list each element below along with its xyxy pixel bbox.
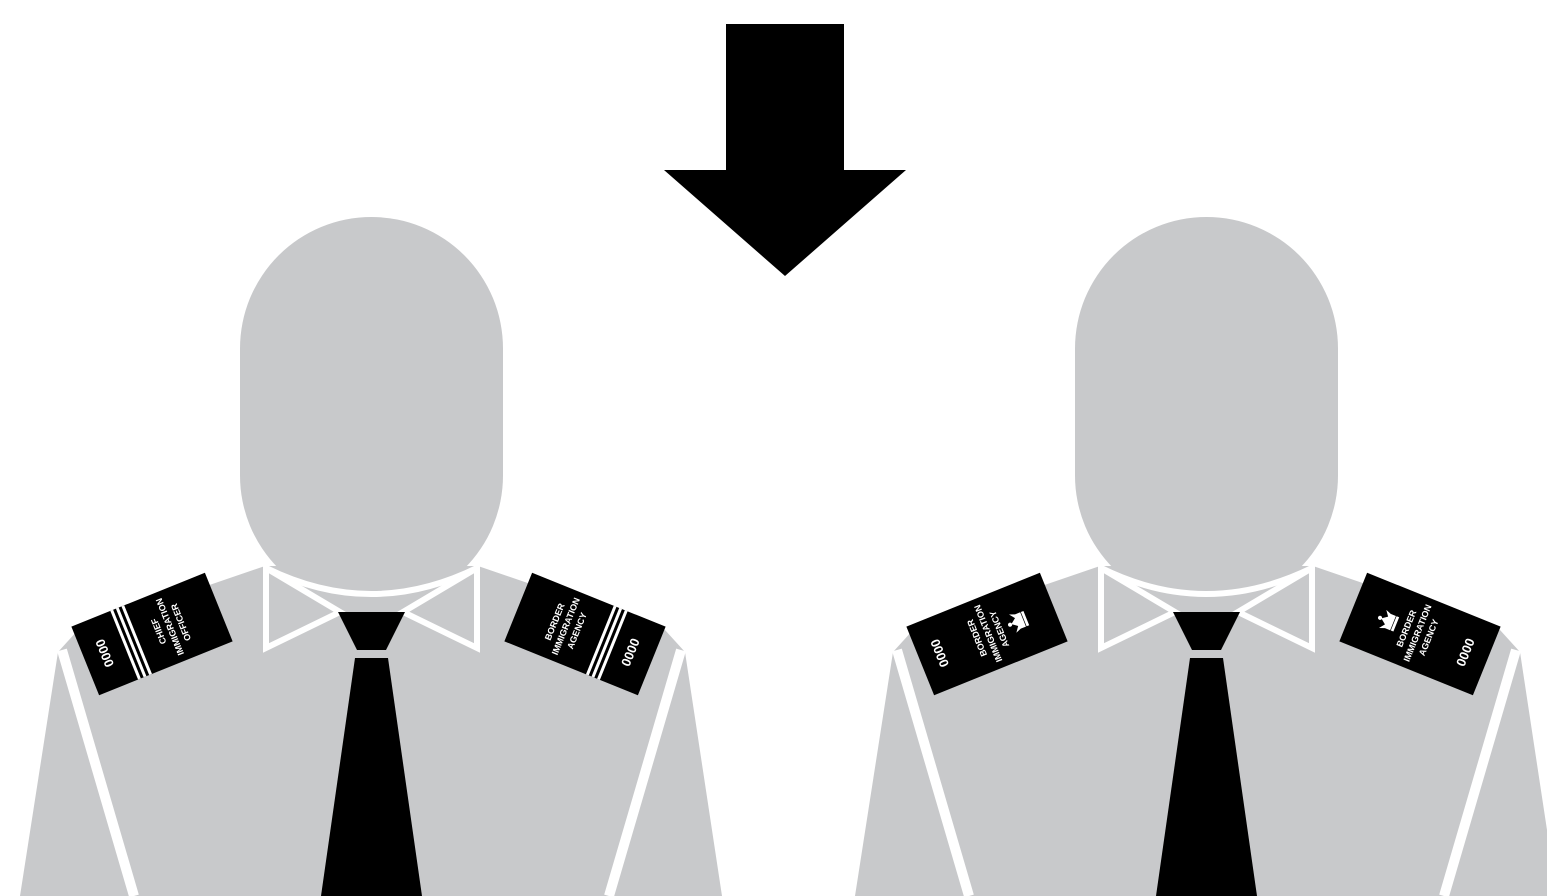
arrow-down-icon [664,24,906,276]
head [1075,217,1338,607]
figure-left-silhouette: 0000CHIEFIMMIGRATIONOFFICER0000BORDERIMM… [20,217,722,896]
head [240,217,503,607]
